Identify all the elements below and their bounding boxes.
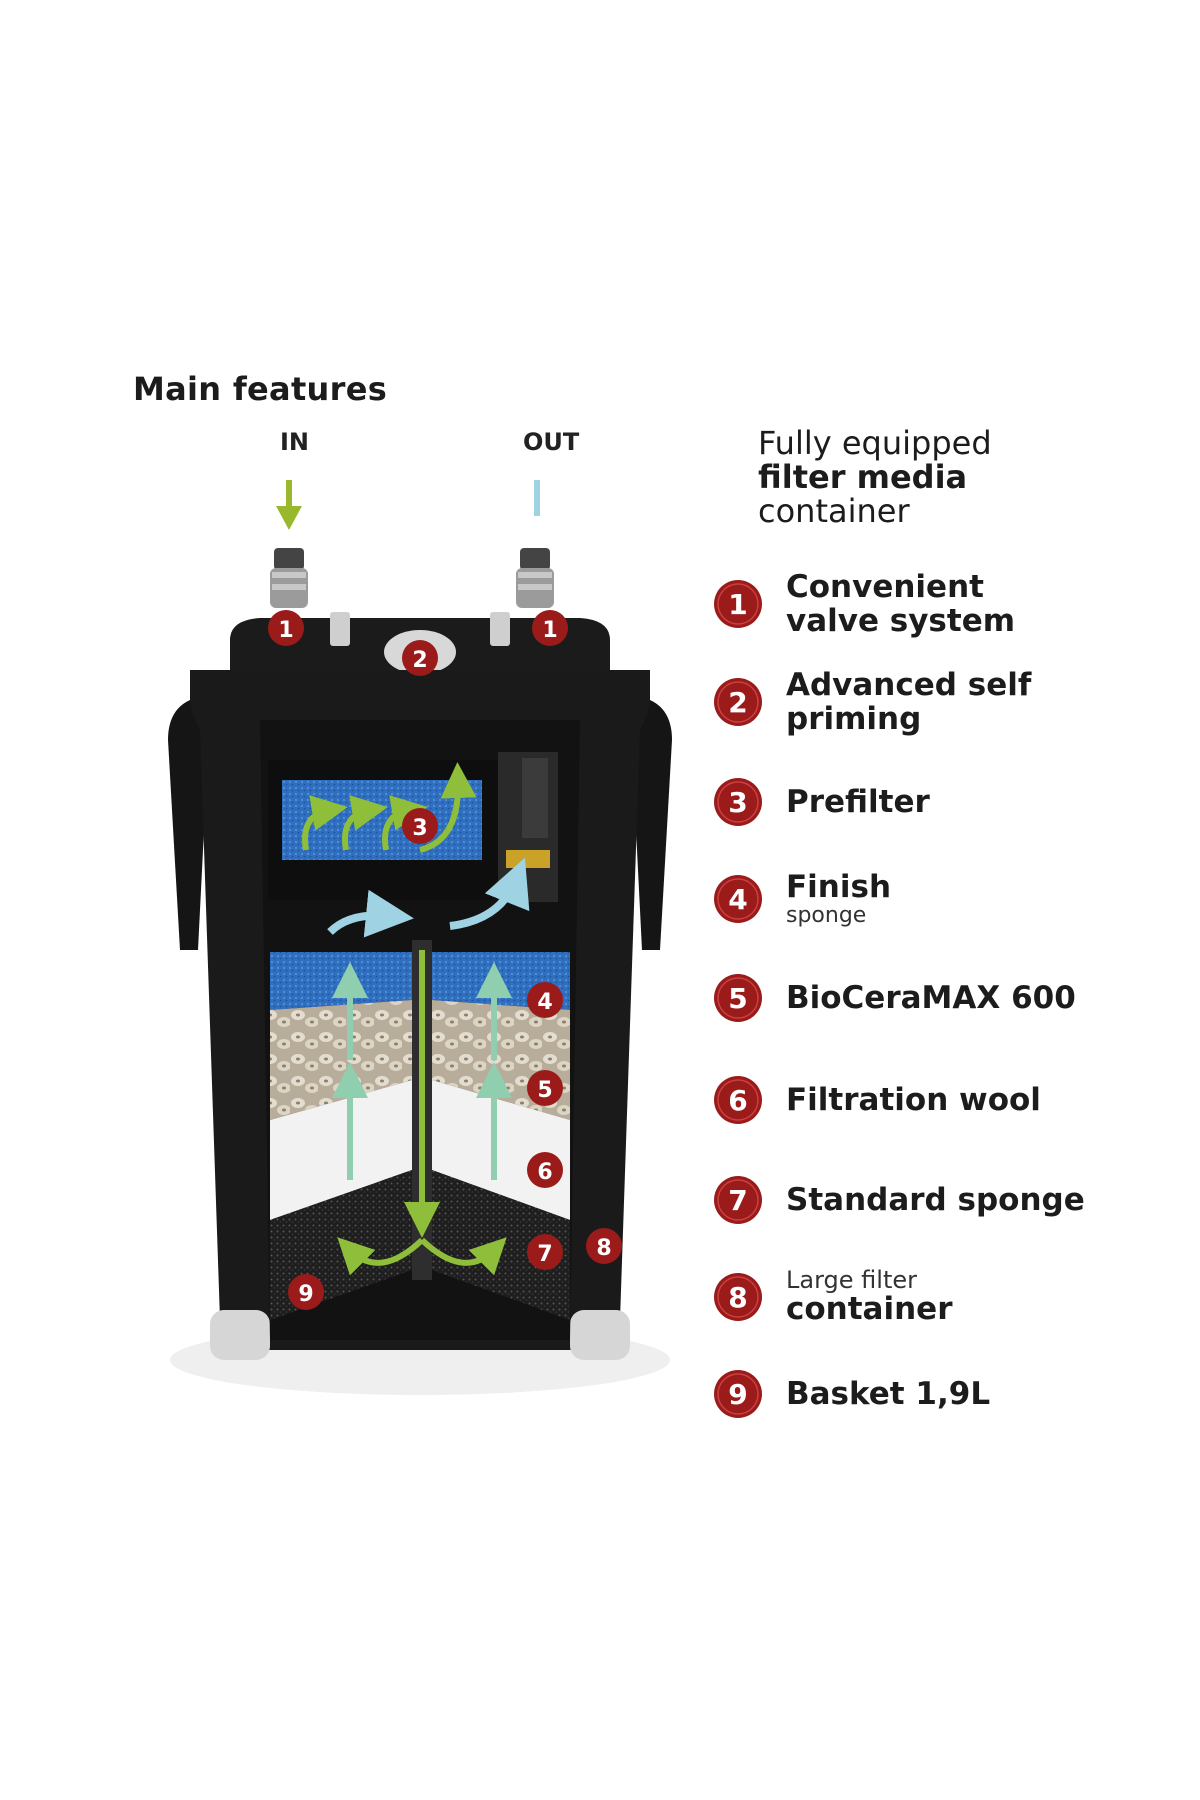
feature-8-small: Large filter	[786, 1266, 917, 1294]
svg-text:6: 6	[537, 1160, 552, 1185]
svg-text:2: 2	[412, 648, 427, 673]
marker-9: 9	[288, 1274, 324, 1310]
svg-text:6: 6	[728, 1084, 747, 1117]
page-title: Main features	[133, 370, 388, 408]
feature-item-5: 5 BioCeraMAX 600	[712, 972, 1076, 1024]
marker-3: 3	[402, 808, 438, 844]
filtration-wool-left	[270, 1080, 412, 1220]
container-heading-line2: filter media	[758, 458, 968, 496]
container-heading-line1: Fully equipped	[758, 424, 992, 462]
handle-left	[168, 700, 210, 950]
handle-right	[630, 700, 672, 950]
feature-8-line1: container	[786, 1291, 953, 1327]
feature-7-line1: Standard sponge	[786, 1182, 1085, 1218]
number-badge-2: 2	[714, 678, 762, 726]
marker-6: 6	[527, 1152, 563, 1188]
pump-impeller	[506, 850, 550, 868]
foot-right	[570, 1310, 630, 1360]
feature-1-line1: Convenient	[786, 569, 984, 605]
marker-2: 2	[402, 640, 438, 676]
marker-8: 8	[586, 1228, 622, 1264]
svg-text:5: 5	[728, 982, 747, 1015]
outlet-valve	[516, 548, 554, 608]
feature-1-line2: valve system	[786, 603, 1016, 639]
number-badge-3: 3	[714, 778, 762, 826]
number-badge-4: 4	[714, 875, 762, 923]
svg-text:8: 8	[728, 1281, 747, 1314]
feature-5-line1: BioCeraMAX 600	[786, 980, 1076, 1016]
svg-text:7: 7	[537, 1242, 552, 1267]
feature-2-line1: Advanced self	[786, 667, 1032, 703]
lid-clip-right	[490, 612, 510, 646]
out-arrow	[534, 480, 540, 516]
feature-4-line1: Finish	[786, 869, 892, 905]
feature-4-small: sponge	[786, 903, 867, 928]
number-badge-8: 8	[714, 1273, 762, 1321]
marker-5: 5	[527, 1070, 563, 1106]
in-arrow	[276, 480, 302, 530]
number-badge-1: 1	[714, 580, 762, 628]
foot-left	[210, 1310, 270, 1360]
feature-item-7: 7 Standard sponge	[712, 1174, 1085, 1226]
feature-6-line1: Filtration wool	[786, 1082, 1041, 1118]
svg-text:9: 9	[728, 1378, 747, 1411]
feature-item-9: 9 Basket 1,9L	[712, 1368, 990, 1420]
svg-text:3: 3	[412, 816, 427, 841]
number-badge-9: 9	[714, 1370, 762, 1418]
svg-text:7: 7	[728, 1184, 747, 1217]
inlet-valve	[270, 548, 308, 608]
feature-item-6: 6 Filtration wool	[712, 1074, 1041, 1126]
svg-text:9: 9	[298, 1282, 313, 1307]
container-heading: Fully equipped filter media container	[758, 426, 992, 528]
marker-7: 7	[527, 1234, 563, 1270]
marker-4: 4	[527, 982, 563, 1018]
marker-1-outlet: 1	[532, 610, 568, 646]
number-badge-5: 5	[714, 974, 762, 1022]
feature-2-line2: priming	[786, 701, 922, 737]
number-badge-6: 6	[714, 1076, 762, 1124]
svg-text:4: 4	[728, 883, 747, 916]
marker-1-inlet: 1	[268, 610, 304, 646]
svg-text:5: 5	[537, 1078, 552, 1103]
filter-cutaway-illustration: 1 1 2 3 4 5 6 7 8 9	[168, 480, 672, 1395]
svg-text:8: 8	[596, 1236, 611, 1261]
svg-text:1: 1	[728, 588, 747, 621]
number-badge-7: 7	[714, 1176, 762, 1224]
svg-text:3: 3	[728, 786, 747, 819]
out-label: OUT	[523, 428, 580, 456]
lid-clip-left	[330, 612, 350, 646]
feature-item-3: 3 Prefilter	[712, 776, 930, 828]
feature-3-line1: Prefilter	[786, 784, 930, 820]
svg-text:1: 1	[278, 618, 293, 643]
in-label: IN	[280, 428, 310, 456]
feature-9-line1: Basket 1,9L	[786, 1376, 991, 1412]
svg-text:1: 1	[542, 618, 557, 643]
svg-text:4: 4	[537, 990, 552, 1015]
finish-sponge-left	[270, 952, 412, 1010]
svg-text:2: 2	[728, 686, 747, 719]
container-heading-line3: container	[758, 492, 910, 530]
